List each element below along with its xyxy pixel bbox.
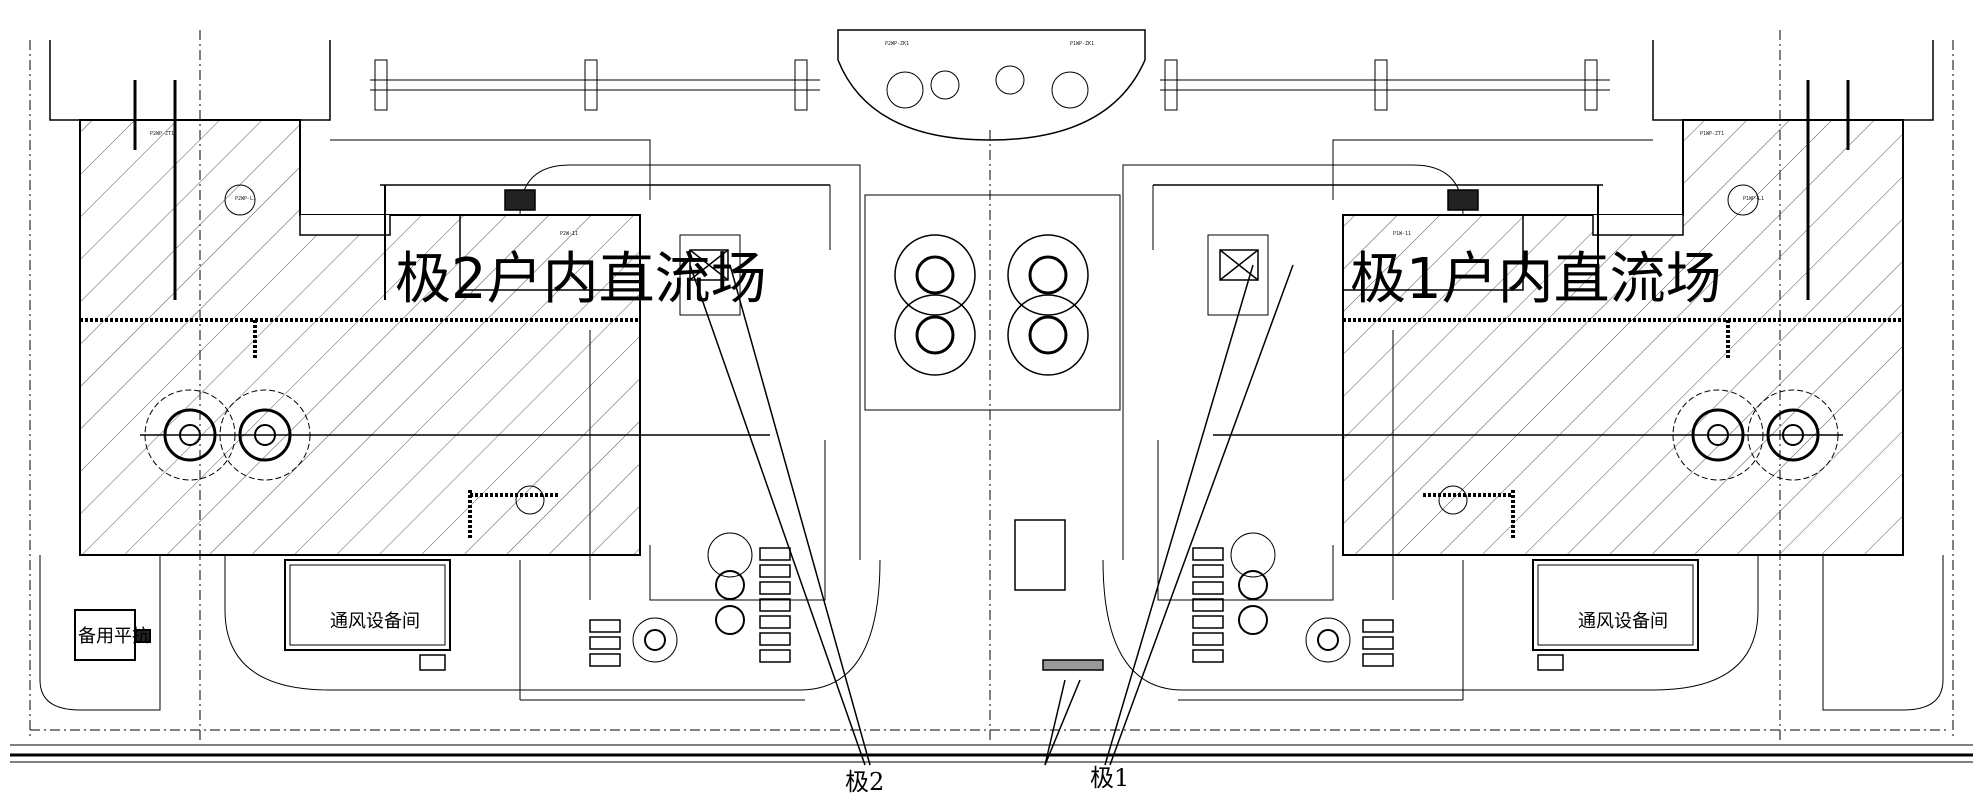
spare-reactor-label: 备用平抗 <box>78 626 150 647</box>
svg-text:P1WP-ZT1: P1WP-ZT1 <box>1700 131 1724 137</box>
pole2-yard-label: 极2户内直流场 <box>395 247 767 312</box>
dc-busbars <box>133 80 1850 701</box>
inner-roads <box>39 139 1944 711</box>
pole1-label: 极1 <box>1090 764 1129 792</box>
dc-filter-reactors <box>886 65 1089 376</box>
wall-bushings <box>504 189 1479 281</box>
svg-text:P2W-11: P2W-11 <box>560 231 578 237</box>
pole-leader-lines <box>689 264 1294 766</box>
top-buildings <box>49 29 1934 141</box>
vent-room-structures <box>284 559 1699 671</box>
svg-text:P2WP-ZK1: P2WP-ZK1 <box>885 41 909 47</box>
pole1-yard-label: 极1户内直流场 <box>1350 247 1722 312</box>
svg-text:P1WP-ZK1: P1WP-ZK1 <box>1070 41 1094 47</box>
vent-room-right-label: 通风设备间 <box>1578 611 1668 632</box>
lower-filter-banks <box>589 519 1394 671</box>
pole2-label: 极2 <box>845 768 884 796</box>
gantries <box>370 59 1610 111</box>
svg-text:P2WP-L1: P2WP-L1 <box>235 196 256 202</box>
spare-reactor-box <box>74 609 151 661</box>
svg-text:P1WP-L1: P1WP-L1 <box>1743 196 1764 202</box>
svg-text:P2WP-ZT1: P2WP-ZT1 <box>150 131 174 137</box>
svg-text:P1W-11: P1W-11 <box>1393 231 1411 237</box>
vent-room-left-label: 通风设备间 <box>330 611 420 632</box>
pole1-dc-yard-hall <box>1342 119 1904 556</box>
central-filter-area <box>649 194 1334 601</box>
equipment-tags: P2WP-ZT1 P2WP-L1 P2W-11 P1WP-ZT1 P1WP-L1… <box>150 41 1764 237</box>
pole2-dc-yard-hall <box>79 119 641 556</box>
